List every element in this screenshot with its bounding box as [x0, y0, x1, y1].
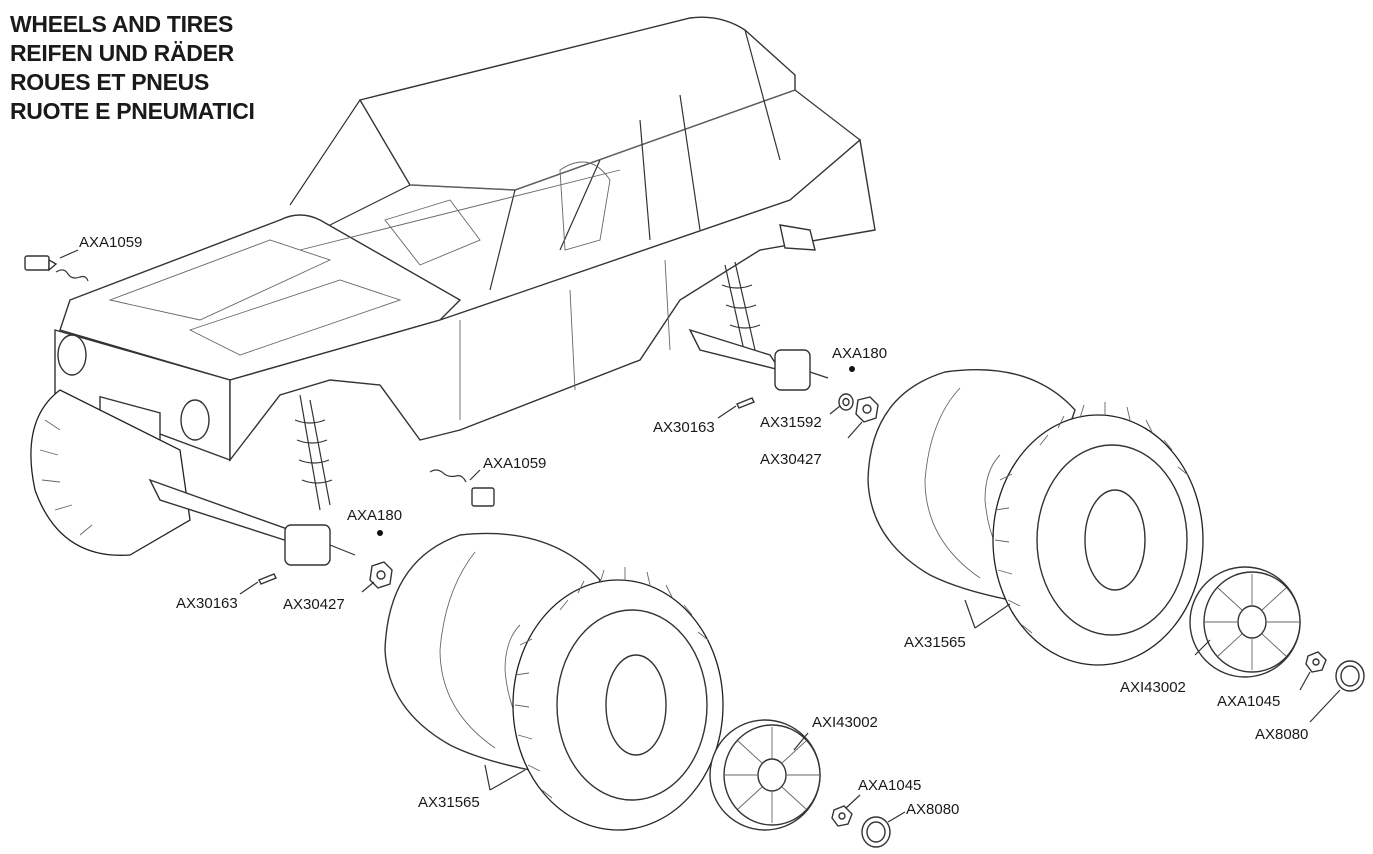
front-wheel-nut [831, 794, 861, 827]
wheel-hex-rear [847, 396, 879, 439]
label-ax31592: AX31592 [760, 414, 822, 431]
front-hub-cap [861, 811, 906, 848]
rear-wheel [1189, 566, 1301, 678]
vehicle-body [30, 16, 876, 566]
label-axa1059-middle: AXA1059 [483, 455, 546, 472]
label-ax30427-rear: AX30427 [760, 451, 822, 468]
washer-rear [829, 393, 854, 415]
label-ax30163-rear: AX30163 [653, 419, 715, 436]
roof-panel [358, 16, 796, 191]
label-ax31565-rear: AX31565 [904, 634, 966, 651]
title-block: WHEELS AND TIRES REIFEN UND RÄDER ROUES … [10, 10, 255, 126]
rear-wheel-nut [1299, 651, 1327, 691]
label-ax8080-front: AX8080 [906, 801, 959, 818]
label-axi43002-rear: AXI43002 [1120, 679, 1186, 696]
label-axa180-front: AXA180 [347, 507, 402, 524]
set-screw-front [377, 530, 383, 536]
title-french: ROUES ET PNEUS [10, 69, 210, 95]
label-ax30163-front: AX30163 [176, 595, 238, 612]
label-axi43002-front: AXI43002 [812, 714, 878, 731]
body-clip-upper [24, 249, 89, 282]
label-axa1045-rear: AXA1045 [1217, 693, 1280, 710]
rear-tire [992, 402, 1204, 666]
wheel-hex-front [361, 561, 393, 593]
front-left-tire [30, 389, 191, 556]
label-axa180-rear: AXA180 [832, 345, 887, 362]
label-ax31565-front: AX31565 [418, 794, 480, 811]
label-axa1045-front: AXA1045 [858, 777, 921, 794]
hex-pin-rear [717, 397, 755, 419]
set-screw-rear [849, 366, 855, 372]
front-wheel [709, 719, 821, 831]
title-italian: RUOTE E PNEUMATICI [10, 98, 255, 124]
label-axa1059-upper: AXA1059 [79, 234, 142, 251]
front-tire [512, 567, 724, 831]
title-english: WHEELS AND TIRES [10, 11, 234, 37]
hex-pin-front [239, 573, 277, 595]
label-ax30427-front: AX30427 [283, 596, 345, 613]
body-side [229, 138, 876, 463]
rear-hub-cap [1309, 660, 1365, 723]
title-german: REIFEN UND RÄDER [10, 40, 234, 66]
body-clip-middle [429, 469, 495, 507]
label-ax8080-rear: AX8080 [1255, 726, 1308, 743]
